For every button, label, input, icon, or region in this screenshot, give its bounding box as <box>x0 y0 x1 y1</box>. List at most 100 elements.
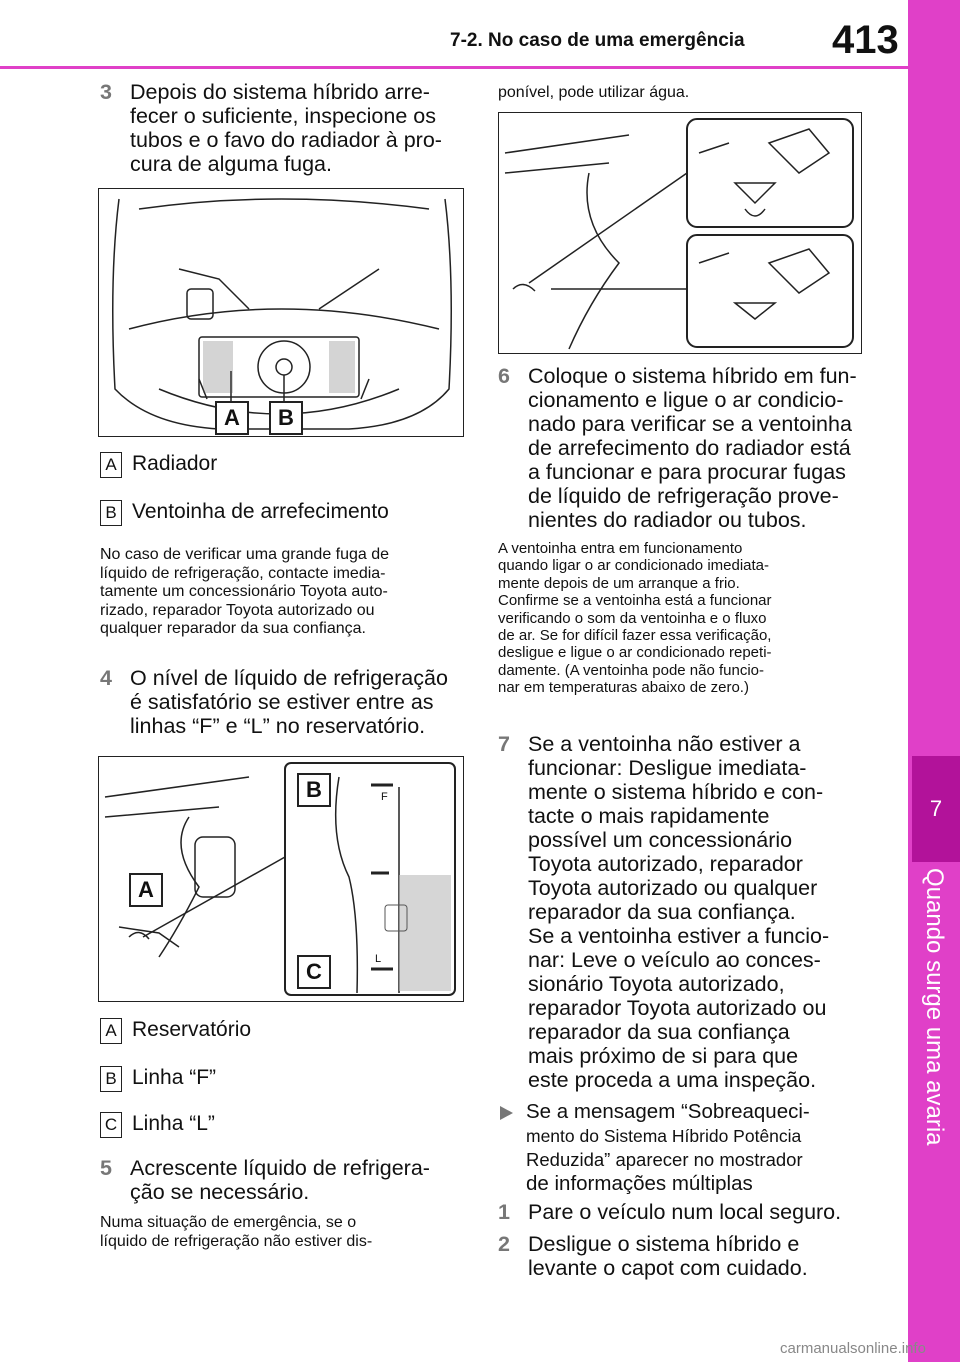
note-line: Numa situação de emergência, se o <box>100 1214 357 1231</box>
note-fan-check: A ventoinha entra em funcionamento quand… <box>498 540 868 697</box>
bullet-overheat-message: Se a mensagem “Sobreaqueci- mento do Sis… <box>498 1100 868 1196</box>
step-line: fecer o suficiente, inspecione os <box>130 104 436 128</box>
substep-2: 2 Desligue o sistema híbrido e levante o… <box>498 1232 868 1282</box>
add-coolant-illustration <box>504 118 854 350</box>
step-line: este proceda a uma inspeção. <box>528 1068 817 1092</box>
l-mark: L <box>375 953 382 965</box>
step-number: 3 <box>100 80 112 104</box>
callout-text: Reservatório <box>132 1018 252 1041</box>
step-line: Pare o veículo num local seguro. <box>528 1200 842 1224</box>
callout-text: Linha “L” <box>132 1112 215 1135</box>
reservoir-illustration <box>104 762 456 996</box>
page-number: 413 <box>832 18 899 62</box>
note-line: verificando o som da ventoinha e o fluxo <box>498 609 767 627</box>
figure-label-b: B <box>269 401 303 435</box>
step-line: Se a ventoinha estiver a funcio- <box>528 924 830 948</box>
note-line: Confirme se a ventoinha está a funcionar <box>498 592 772 610</box>
figure-label-a: A <box>215 401 249 435</box>
callout-text: Radiador <box>132 452 218 475</box>
note-line: de ar. Se for difícil fazer essa verific… <box>498 627 772 645</box>
note-line: desligue e ligue o ar condicionado repet… <box>498 644 772 662</box>
step-line: tacte o mais rapidamente <box>528 804 770 828</box>
step-line: ção se necessário. <box>130 1180 310 1204</box>
step-line: Depois do sistema híbrido arre- <box>130 80 430 104</box>
step-line: funcionar: Desligue imediata- <box>528 756 807 780</box>
f-mark: F <box>381 791 388 803</box>
step-number: 1 <box>498 1200 510 1224</box>
note-coolant-leak: No caso de verificar uma grande fuga de … <box>100 546 470 639</box>
step-line: Acrescente líquido de refrigera- <box>130 1156 430 1180</box>
callout-text: Ventoinha de arrefecimento <box>132 500 389 523</box>
step-line: O nível de líquido de refrigeração <box>130 666 448 690</box>
step-number: 4 <box>100 666 112 690</box>
step-4: 4 O nível de líquido de refrigeração é s… <box>100 666 470 742</box>
callout-key: A <box>100 452 122 478</box>
step-line: Coloque o sistema híbrido em fun- <box>528 364 857 388</box>
note-line: qualquer reparador da sua confiança. <box>100 620 366 637</box>
step-line: tubos e o favo do radiador à pro- <box>130 128 442 152</box>
note-line: rizado, reparador Toyota autorizado ou <box>100 601 375 619</box>
bullet-line: de informações múltiplas <box>526 1172 753 1195</box>
step-line: mente o sistema híbrido e con- <box>528 780 824 804</box>
note-line: nar em temperaturas abaixo de zero.) <box>498 679 749 697</box>
step-number: 7 <box>498 732 510 756</box>
reservoir-figure: F L A B C <box>98 756 464 1002</box>
step-text: Depois do sistema híbrido arre- fecer o … <box>130 80 442 176</box>
step-line: mais próximo de si para que <box>528 1044 799 1068</box>
step-line: nado para verificar se a ventoinha <box>528 412 852 436</box>
step-line: a funcionar e para procurar fugas <box>528 460 846 484</box>
callout-key: B <box>100 1066 122 1092</box>
radiator-figure: A B <box>98 188 464 437</box>
step-line: nar: Leve o veículo ao conces- <box>528 948 821 972</box>
figure-label-b: B <box>297 773 331 807</box>
callout-l-line: C Linha “L” <box>100 1112 460 1138</box>
note-line: quando ligar o ar condicionado imediata- <box>498 557 770 575</box>
bullet-line: Reduzida” aparecer no mostrador <box>526 1149 803 1170</box>
note-line: A ventoinha entra em funcionamento <box>498 540 743 557</box>
figure-label-c: C <box>297 955 331 989</box>
note-line: No caso de verificar uma grande fuga de <box>100 546 390 563</box>
step-7: 7 Se a ventoinha não estiver a funcionar… <box>498 732 868 1092</box>
step-text: Desligue o sistema híbrido e levante o c… <box>528 1232 808 1280</box>
note-continuation: ponível, pode utilizar água. <box>498 84 868 103</box>
bullet-line: mento do Sistema Híbrido Potência <box>526 1126 802 1146</box>
step-line: cura de alguma fuga. <box>130 152 332 176</box>
step-line: cionamento e ligue o ar condicio- <box>528 388 844 412</box>
callout-key: A <box>100 1018 122 1044</box>
reservoir-fill <box>399 875 451 991</box>
note-line: mente depois de um arranque a frio. <box>498 574 740 592</box>
step-line: reparador da sua confiança. <box>528 900 796 924</box>
step-3: 3 Depois do sistema híbrido arre- fecer … <box>100 80 470 180</box>
step-line: reparador da sua confiança <box>528 1020 790 1044</box>
note-line: tamente um concessionário Toyota auto- <box>100 583 388 600</box>
chapter-title: Quando surge uma avaria <box>921 868 948 1146</box>
callout-reservoir: A Reservatório <box>100 1018 460 1044</box>
step-text: Acrescente líquido de refrigera- ção se … <box>130 1156 430 1204</box>
step-number: 6 <box>498 364 510 388</box>
step-line: Desligue o sistema híbrido e <box>528 1232 800 1256</box>
step-line: possível um concessionário <box>528 828 793 852</box>
step-line: de líquido de refrigeração prove- <box>528 484 839 508</box>
step-6: 6 Coloque o sistema híbrido em fun- cion… <box>498 364 868 534</box>
figure-label-a: A <box>129 873 163 907</box>
step-5: 5 Acrescente líquido de refrigera- ção s… <box>100 1156 470 1206</box>
chapter-number: 7 <box>929 796 943 821</box>
step-line: levante o capot com cuidado. <box>528 1256 808 1280</box>
callout-b: B Ventoinha de arrefecimento <box>100 500 460 526</box>
bullet-text: Se a mensagem “Sobreaqueci- mento do Sis… <box>526 1100 810 1196</box>
callout-key: C <box>100 1112 122 1138</box>
note-line: damente. (A ventoinha pode não funcio- <box>498 661 765 679</box>
step-number: 2 <box>498 1232 510 1256</box>
step-text: Se a ventoinha não estiver a funcionar: … <box>528 732 829 1092</box>
step-text: Pare o veículo num local seguro. <box>528 1200 841 1224</box>
step-text: O nível de líquido de refrigeração é sat… <box>130 666 448 738</box>
step-line: Se a ventoinha não estiver a <box>528 732 801 756</box>
step-line: Toyota autorizado, reparador <box>528 852 803 876</box>
callout-a: A Radiador <box>100 452 460 478</box>
chapter-number-box: 7 <box>912 756 960 862</box>
substep-1: 1 Pare o veículo num local seguro. <box>498 1200 868 1226</box>
section-title: 7-2. No caso de uma emergência <box>450 30 745 51</box>
bullet-triangle-icon <box>500 1106 513 1120</box>
step-line: Toyota autorizado ou qualquer <box>528 876 818 900</box>
step-line: é satisfatório se estiver entre as <box>130 690 434 714</box>
